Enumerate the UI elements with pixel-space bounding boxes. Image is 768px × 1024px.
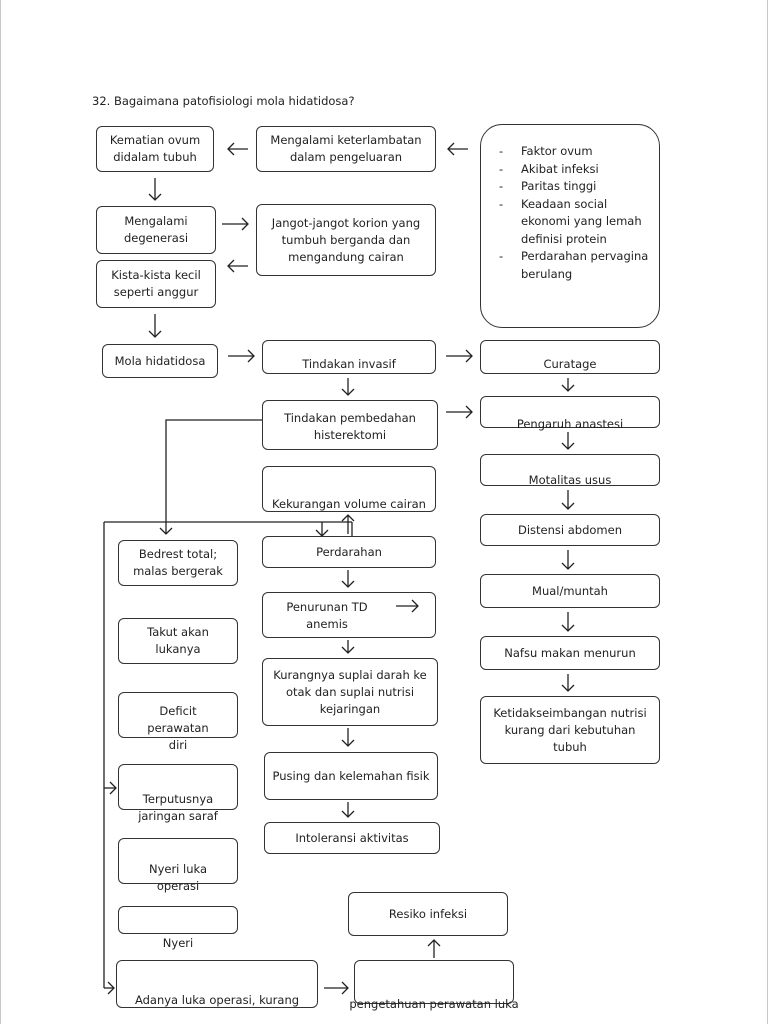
arrow-head — [107, 981, 115, 995]
node-suplai-label: Kurangnya suplai darah ke otak dan supla… — [273, 667, 427, 716]
factor-item: Faktor ovum — [499, 143, 649, 161]
node-anastesi: Pengaruh anastesi — [480, 396, 660, 431]
arrow-head — [561, 442, 575, 450]
node-pusing-label: Pusing dan kelemahan fisik — [272, 768, 430, 783]
arrow-head — [561, 502, 575, 510]
node-bedrest: Bedrest total; malas bergerak — [118, 540, 238, 586]
arrow-line — [165, 419, 262, 534]
arrow-head — [561, 624, 575, 632]
arrow-head — [109, 781, 117, 795]
node-penurunan-label: Penurunan TD anemis — [286, 600, 368, 631]
node-motalitas-label: Motalitas usus — [528, 473, 612, 487]
arrow-head — [341, 810, 355, 818]
node-pusing: Pusing dan kelemahan fisik — [264, 752, 438, 800]
arrow-head — [159, 527, 173, 535]
node-saraf-label: Terputusnya jaringan saraf — [138, 792, 218, 823]
node-luka-operasi: Adanya luka operasi, kurang — [116, 960, 318, 1008]
node-jangot-label: Jangot-jangot korion yang tumbuh bergand… — [271, 215, 421, 264]
factor-list-box: Faktor ovum Akibat infeksi Paritas tingg… — [480, 124, 660, 328]
node-deficit-label: Deficit perawatan diri — [147, 704, 209, 752]
node-keterlambatan: Mengalami keterlambatan dalam pengeluara… — [256, 126, 436, 172]
node-mola: Mola hidatidosa — [102, 344, 218, 378]
arrow-head — [247, 349, 255, 363]
node-resiko-label: Resiko infeksi — [388, 906, 468, 921]
node-kematian-ovum-label: Kematian ovum didalam tubuh — [109, 133, 201, 164]
node-pembedahan: Tindakan pembedahan histerektomi — [262, 400, 438, 450]
node-invasif: Tindakan invasif — [262, 340, 436, 374]
node-intoleransi-label: Intoleransi aktivitas — [295, 830, 409, 845]
arrow-head — [341, 981, 349, 995]
node-volume-label: Kekurangan volume cairan — [272, 497, 426, 511]
arrow-head — [561, 562, 575, 570]
arrow-head — [341, 646, 355, 654]
arrow-head — [227, 142, 235, 156]
node-kematian-ovum: Kematian ovum didalam tubuh — [96, 126, 214, 172]
node-luka-operasi-label: Adanya luka operasi, kurang — [134, 993, 300, 1007]
arrow-head — [341, 580, 355, 588]
node-takut-label: Takut akan lukanya — [147, 625, 209, 656]
node-distensi-label: Distensi abdomen — [517, 522, 622, 537]
arrow-head — [411, 599, 419, 613]
node-penurunan: Penurunan TD anemis — [262, 592, 436, 638]
arrow-head — [227, 259, 235, 273]
node-motalitas: Motalitas usus — [480, 454, 660, 487]
node-distensi: Distensi abdomen — [480, 514, 660, 546]
node-nafsu-label: Nafsu makan menurun — [504, 645, 636, 660]
arrow-head — [447, 142, 455, 156]
arrow-head — [561, 384, 575, 392]
arrow-head — [241, 217, 249, 231]
node-perdarahan-label: Perdarahan — [316, 544, 382, 559]
arrow-head — [341, 388, 355, 396]
node-nafsu: Nafsu makan menurun — [480, 636, 660, 670]
node-kista: Kista-kista kecil seperti anggur — [96, 260, 216, 308]
factor-item: Perdarahan pervagina berulang — [499, 248, 649, 283]
arrow-head — [315, 529, 329, 537]
node-mola-label: Mola hidatidosa — [114, 353, 206, 368]
page-edge-left — [0, 0, 1, 1024]
node-nyeri — [118, 906, 238, 934]
node-degenerasi: Mengalami degenerasi — [96, 206, 216, 254]
node-saraf: Terputusnya jaringan saraf — [118, 764, 238, 823]
node-mual-label: Mual/muntah — [532, 583, 608, 598]
factor-item: Keadaan social ekonomi yang lemah defini… — [499, 196, 649, 249]
arrow-head — [427, 939, 441, 947]
node-takut: Takut akan lukanya — [118, 618, 238, 664]
factor-list: Faktor ovum Akibat infeksi Paritas tingg… — [499, 143, 649, 283]
node-nyeri-luka: Nyeri luka operasi — [118, 838, 238, 893]
node-nyeri-label: Nyeri — [162, 936, 194, 950]
arrow-head — [148, 330, 162, 338]
node-suplai: Kurangnya suplai darah ke otak dan supla… — [262, 658, 438, 726]
arrow-head — [341, 739, 355, 747]
node-keterlambatan-label: Mengalami keterlambatan dalam pengeluara… — [270, 133, 422, 164]
factor-item: Paritas tinggi — [499, 178, 649, 196]
node-nyeri-luka-label: Nyeri luka operasi — [148, 862, 208, 893]
node-ketidakseimbangan-label: Ketidakseimbangan nutrisi kurang dari ke… — [493, 705, 647, 754]
node-curatage: Curatage — [480, 340, 660, 374]
node-degenerasi-label: Mengalami degenerasi — [123, 214, 189, 245]
node-curatage-label: Curatage — [543, 357, 597, 371]
node-deficit: Deficit perawatan diri — [118, 692, 238, 752]
node-pengetahuan-label: pengetahuan perawatan luka — [349, 997, 519, 1011]
node-pembedahan-label: Tindakan pembedahan histerektomi — [284, 411, 416, 442]
node-invasif-label: Tindakan invasif — [302, 357, 396, 371]
arrow-head — [561, 684, 575, 692]
question-heading: 32. Bagaimana patofisiologi mola hidatid… — [92, 94, 355, 108]
node-jangot: Jangot-jangot korion yang tumbuh bergand… — [256, 204, 436, 276]
node-ketidakseimbangan: Ketidakseimbangan nutrisi kurang dari ke… — [480, 696, 660, 764]
node-bedrest-label: Bedrest total; malas bergerak — [133, 547, 223, 578]
arrow-head — [465, 405, 473, 419]
node-resiko: Resiko infeksi — [348, 892, 508, 936]
node-intoleransi: Intoleransi aktivitas — [264, 822, 440, 854]
arrow-head — [341, 514, 355, 522]
node-anastesi-label: Pengaruh anastesi — [516, 417, 624, 431]
arrow-head — [465, 349, 473, 363]
arrow-head — [148, 193, 162, 201]
node-volume: Kekurangan volume cairan — [262, 466, 436, 512]
node-perdarahan: Perdarahan — [262, 536, 436, 568]
node-kista-label: Kista-kista kecil seperti anggur — [111, 268, 201, 299]
factor-item: Akibat infeksi — [499, 161, 649, 179]
node-mual: Mual/muntah — [480, 574, 660, 608]
node-pengetahuan: pengetahuan perawatan luka — [349, 960, 519, 1011]
